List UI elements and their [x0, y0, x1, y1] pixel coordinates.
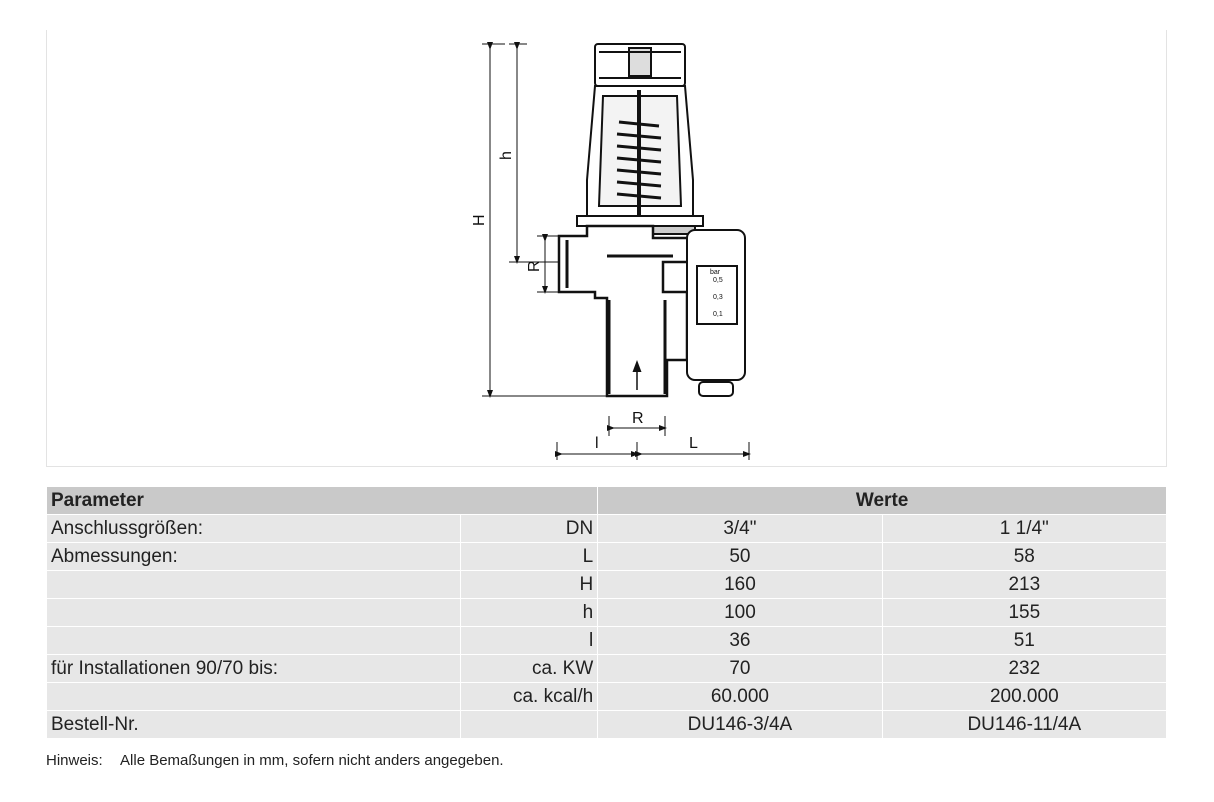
gauge-tick-0-1: 0,1: [713, 311, 723, 318]
row-symbol: l: [459, 626, 599, 655]
table-row: H 160 213: [46, 570, 1168, 599]
valve-body: [557, 224, 695, 398]
row-label: Abmessungen:: [46, 542, 461, 571]
value-dn-3-4: DU146-3/4A: [597, 710, 883, 739]
row-symbol: L: [459, 542, 599, 571]
dimension-R-bottom: [607, 416, 667, 436]
table-header-row: Parameter Werte: [45, 486, 1167, 515]
dimension-R-bottom-label: R: [632, 410, 644, 427]
table-row: ca. kcal/h 60.000 200.000: [46, 682, 1168, 711]
dimension-h-label: h: [498, 151, 515, 160]
specification-table: Parameter Werte Anschlussgrößen: DN 3/4"…: [45, 486, 1168, 739]
row-label: [46, 626, 461, 655]
dimension-h: [509, 42, 567, 264]
value-dn-1-1-4: 58: [881, 542, 1168, 571]
technical-drawing-frame: H h R: [46, 30, 1167, 467]
row-symbol: ca. KW: [459, 654, 599, 683]
value-dn-1-1-4: 213: [881, 570, 1168, 599]
table-row: Anschlussgrößen: DN 3/4" 1 1/4": [46, 514, 1168, 543]
value-dn-3-4: 50: [597, 542, 883, 571]
table-row: Bestell-Nr. DU146-3/4A DU146-11/4A: [46, 710, 1168, 739]
dimension-L-label: L: [689, 435, 698, 452]
gauge-tick-0-5: 0,5: [713, 277, 723, 284]
dimension-H: [482, 42, 607, 398]
table-row: l 36 51: [46, 626, 1168, 655]
dimension-l-label: l: [595, 435, 599, 452]
footnote-key: Hinweis:: [46, 752, 103, 769]
gauge-tick-0-3: 0,3: [713, 294, 723, 301]
table-row: für Installationen 90/70 bis: ca. KW 70 …: [46, 654, 1168, 683]
row-label: [46, 570, 461, 599]
table-row: Abmessungen: L 50 58: [46, 542, 1168, 571]
value-dn-3-4: 160: [597, 570, 883, 599]
value-dn-1-1-4: 1 1/4": [881, 514, 1168, 543]
valve-spring: [616, 90, 662, 220]
row-label: [46, 598, 461, 627]
value-dn-1-1-4: 200.000: [881, 682, 1168, 711]
dimension-l-L: [555, 442, 751, 460]
value-dn-1-1-4: 232: [881, 654, 1168, 683]
pressure-scale-housing: [686, 229, 746, 397]
row-label: Anschlussgrößen:: [46, 514, 461, 543]
row-symbol: ca. kcal/h: [459, 682, 599, 711]
dimension-R-side-label: R: [526, 260, 543, 272]
value-dn-1-1-4: DU146-11/4A: [881, 710, 1168, 739]
value-dn-3-4: 36: [597, 626, 883, 655]
gauge-unit-label: bar: [710, 269, 721, 276]
value-dn-3-4: 60.000: [597, 682, 883, 711]
value-dn-3-4: 100: [597, 598, 883, 627]
value-dn-1-1-4: 51: [881, 626, 1168, 655]
value-dn-3-4: 70: [597, 654, 883, 683]
row-symbol: h: [459, 598, 599, 627]
footnote: Hinweis: Alle Bemaßungen in mm, sofern n…: [46, 752, 504, 769]
row-label: für Installationen 90/70 bis:: [46, 654, 461, 683]
row-label: [46, 682, 461, 711]
footnote-text: Alle Bemaßungen in mm, sofern nicht ande…: [120, 752, 504, 769]
header-parameter: Parameter: [45, 486, 599, 515]
row-symbol: [459, 710, 599, 739]
row-label: Bestell-Nr.: [46, 710, 461, 739]
table-row: h 100 155: [46, 598, 1168, 627]
valve-drawing: H h R: [471, 42, 751, 460]
row-symbol: DN: [459, 514, 599, 543]
dimension-H-label: H: [471, 214, 488, 226]
row-symbol: H: [459, 570, 599, 599]
value-dn-1-1-4: 155: [881, 598, 1168, 627]
value-dn-3-4: 3/4": [597, 514, 883, 543]
header-werte: Werte: [597, 486, 1167, 515]
